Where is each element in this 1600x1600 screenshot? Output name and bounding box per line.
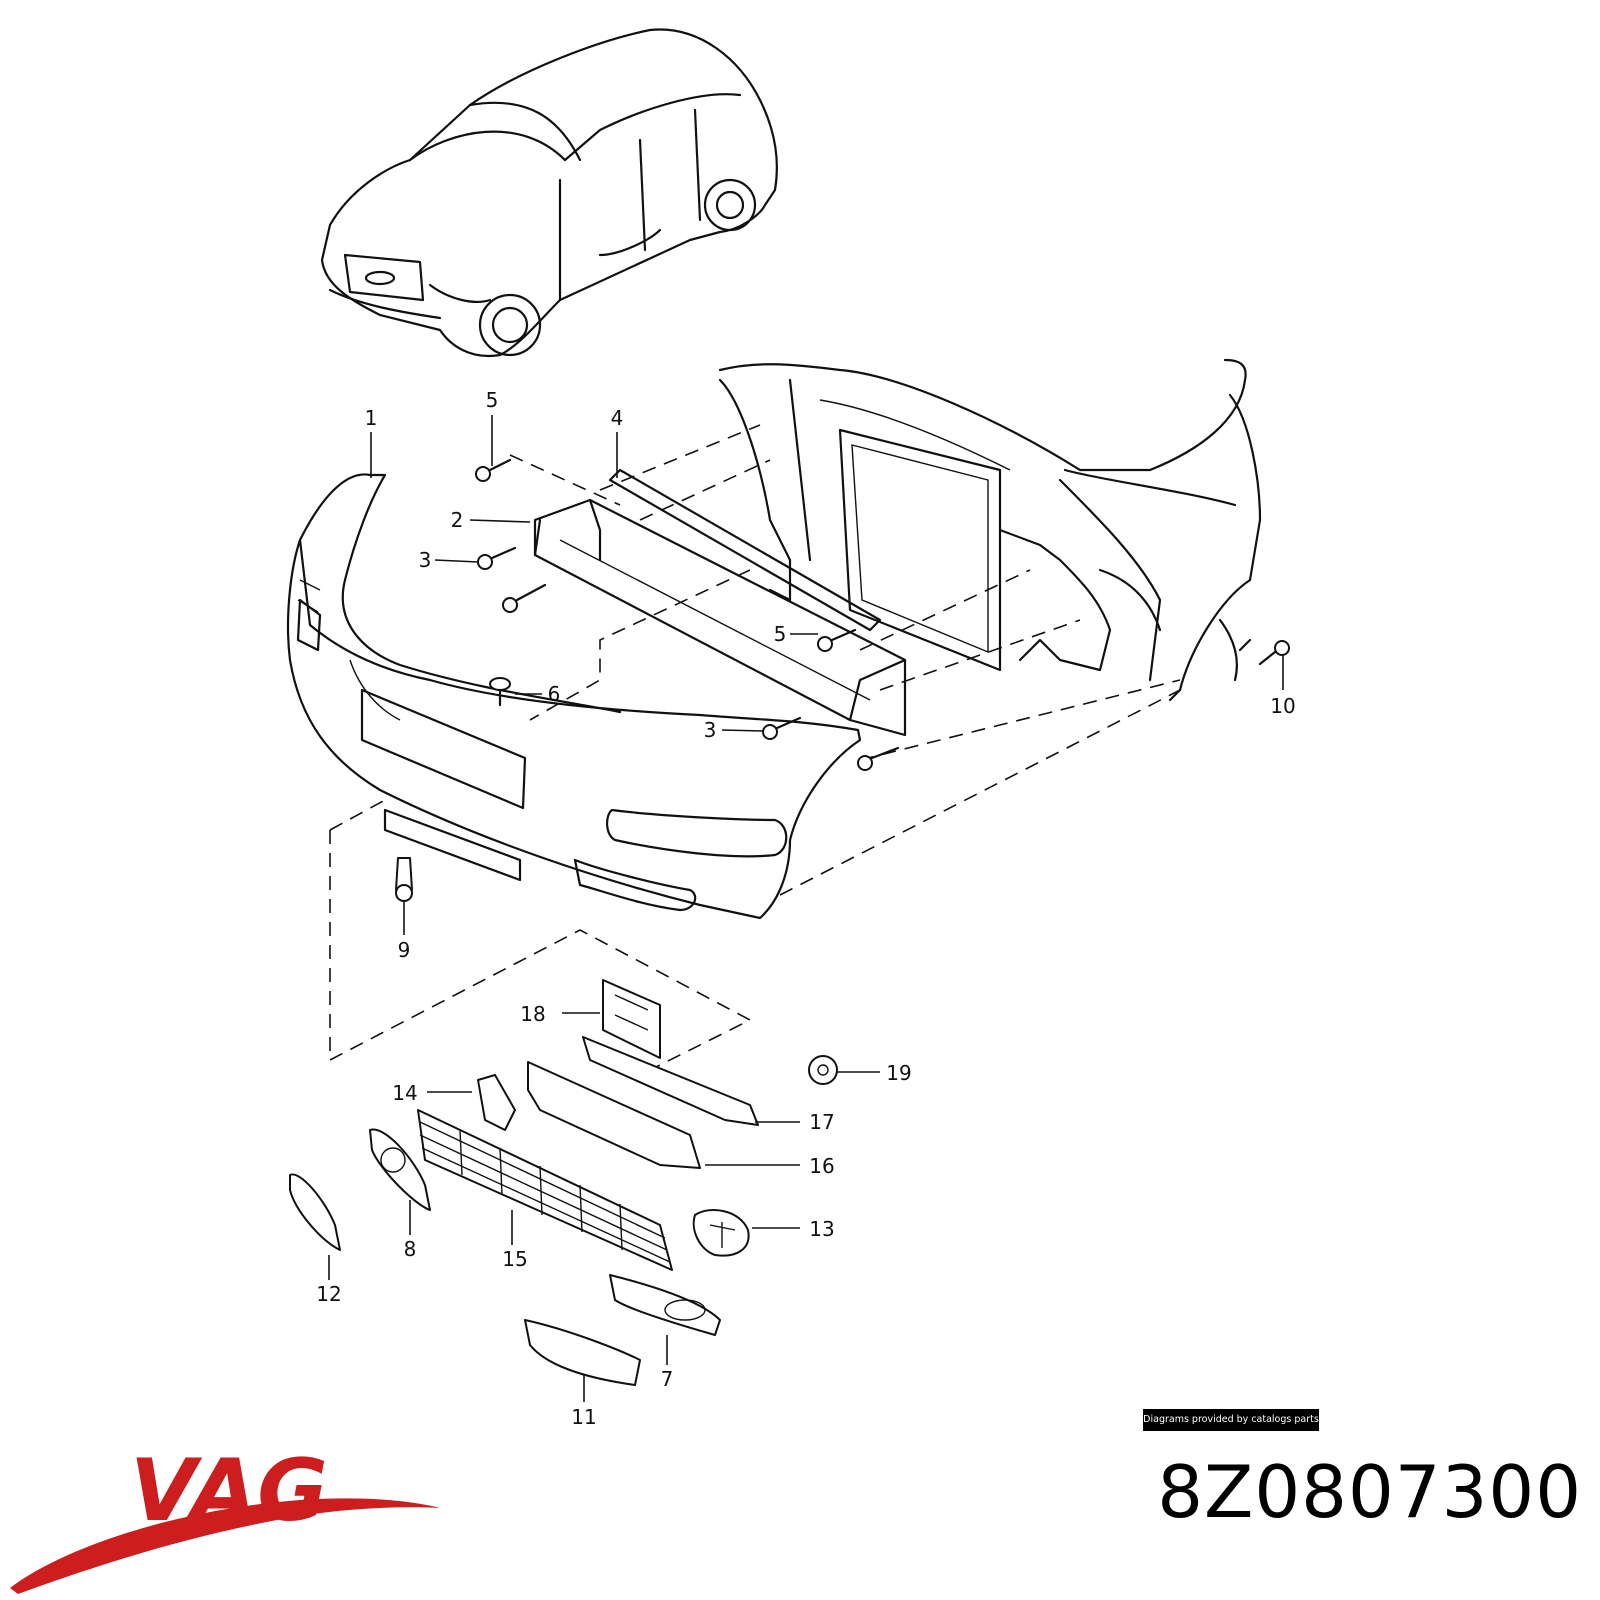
callout-12: 12 xyxy=(316,1282,341,1306)
bolt-3-mid xyxy=(762,716,802,740)
fog-cover-8 xyxy=(369,1128,431,1211)
callout-3-b: 3 xyxy=(704,718,717,742)
callout-7: 7 xyxy=(661,1367,674,1391)
assembly-guide-lines xyxy=(329,424,1181,1071)
callout-9: 9 xyxy=(398,938,411,962)
fasteners xyxy=(395,458,1290,902)
callout-2: 2 xyxy=(451,508,464,532)
callout-15: 15 xyxy=(502,1247,527,1271)
bolt-10 xyxy=(1258,640,1290,666)
clip-6 xyxy=(489,677,511,707)
trim-17 xyxy=(582,1036,759,1126)
callout-14: 14 xyxy=(392,1081,417,1105)
callout-16: 16 xyxy=(809,1154,834,1178)
callout-5-b: 5 xyxy=(774,622,787,646)
bolt-3-top xyxy=(477,546,517,570)
callout-19: 19 xyxy=(886,1061,911,1085)
callout-10: 10 xyxy=(1270,694,1295,718)
bumper-cover xyxy=(286,473,862,920)
screw-9 xyxy=(395,857,413,902)
logo-wordmark: VAG xyxy=(130,1441,328,1541)
callout-4: 4 xyxy=(611,406,624,430)
trim-11 xyxy=(524,1319,641,1386)
callout-11: 11 xyxy=(571,1405,596,1429)
bracket-18 xyxy=(602,979,661,1059)
callout-8: 8 xyxy=(404,1237,417,1261)
bolt-mid-2 xyxy=(857,746,900,771)
callout-1: 1 xyxy=(365,406,378,430)
diagram-credit-label: Diagrams provided by catalogs parts xyxy=(1143,1409,1319,1431)
fog-lamp-13 xyxy=(692,1209,750,1257)
lower-grille-components xyxy=(289,979,838,1386)
bumper-reinforcement xyxy=(533,468,907,737)
bracket-14 xyxy=(477,1074,516,1131)
callout-17: 17 xyxy=(809,1110,834,1134)
fog-cover-7 xyxy=(609,1274,721,1336)
washer-19 xyxy=(808,1055,838,1085)
trim-12 xyxy=(289,1173,341,1251)
part-number: 8Z0807300 xyxy=(1157,1450,1582,1534)
callout-6: 6 xyxy=(548,682,561,706)
trim-16 xyxy=(527,1061,701,1169)
bolt-5-mid xyxy=(817,628,857,652)
callout-numbers: 1 2 3 3 4 5 5 6 7 8 9 10 11 12 13 14 15 … xyxy=(316,388,1295,1429)
leader-lines xyxy=(328,415,1284,1402)
bolt-3-top-2 xyxy=(502,583,547,613)
bolt-5-top xyxy=(475,458,512,482)
front-body-structure xyxy=(718,358,1262,702)
vag-logo: VAG xyxy=(10,1441,440,1594)
callout-13: 13 xyxy=(809,1217,834,1241)
car-overview-illustration xyxy=(320,28,778,358)
callout-5-a: 5 xyxy=(486,388,499,412)
callout-3-a: 3 xyxy=(419,548,432,572)
callout-18: 18 xyxy=(520,1002,545,1026)
grille-15 xyxy=(417,1109,673,1271)
logo-swoosh xyxy=(10,1498,440,1594)
